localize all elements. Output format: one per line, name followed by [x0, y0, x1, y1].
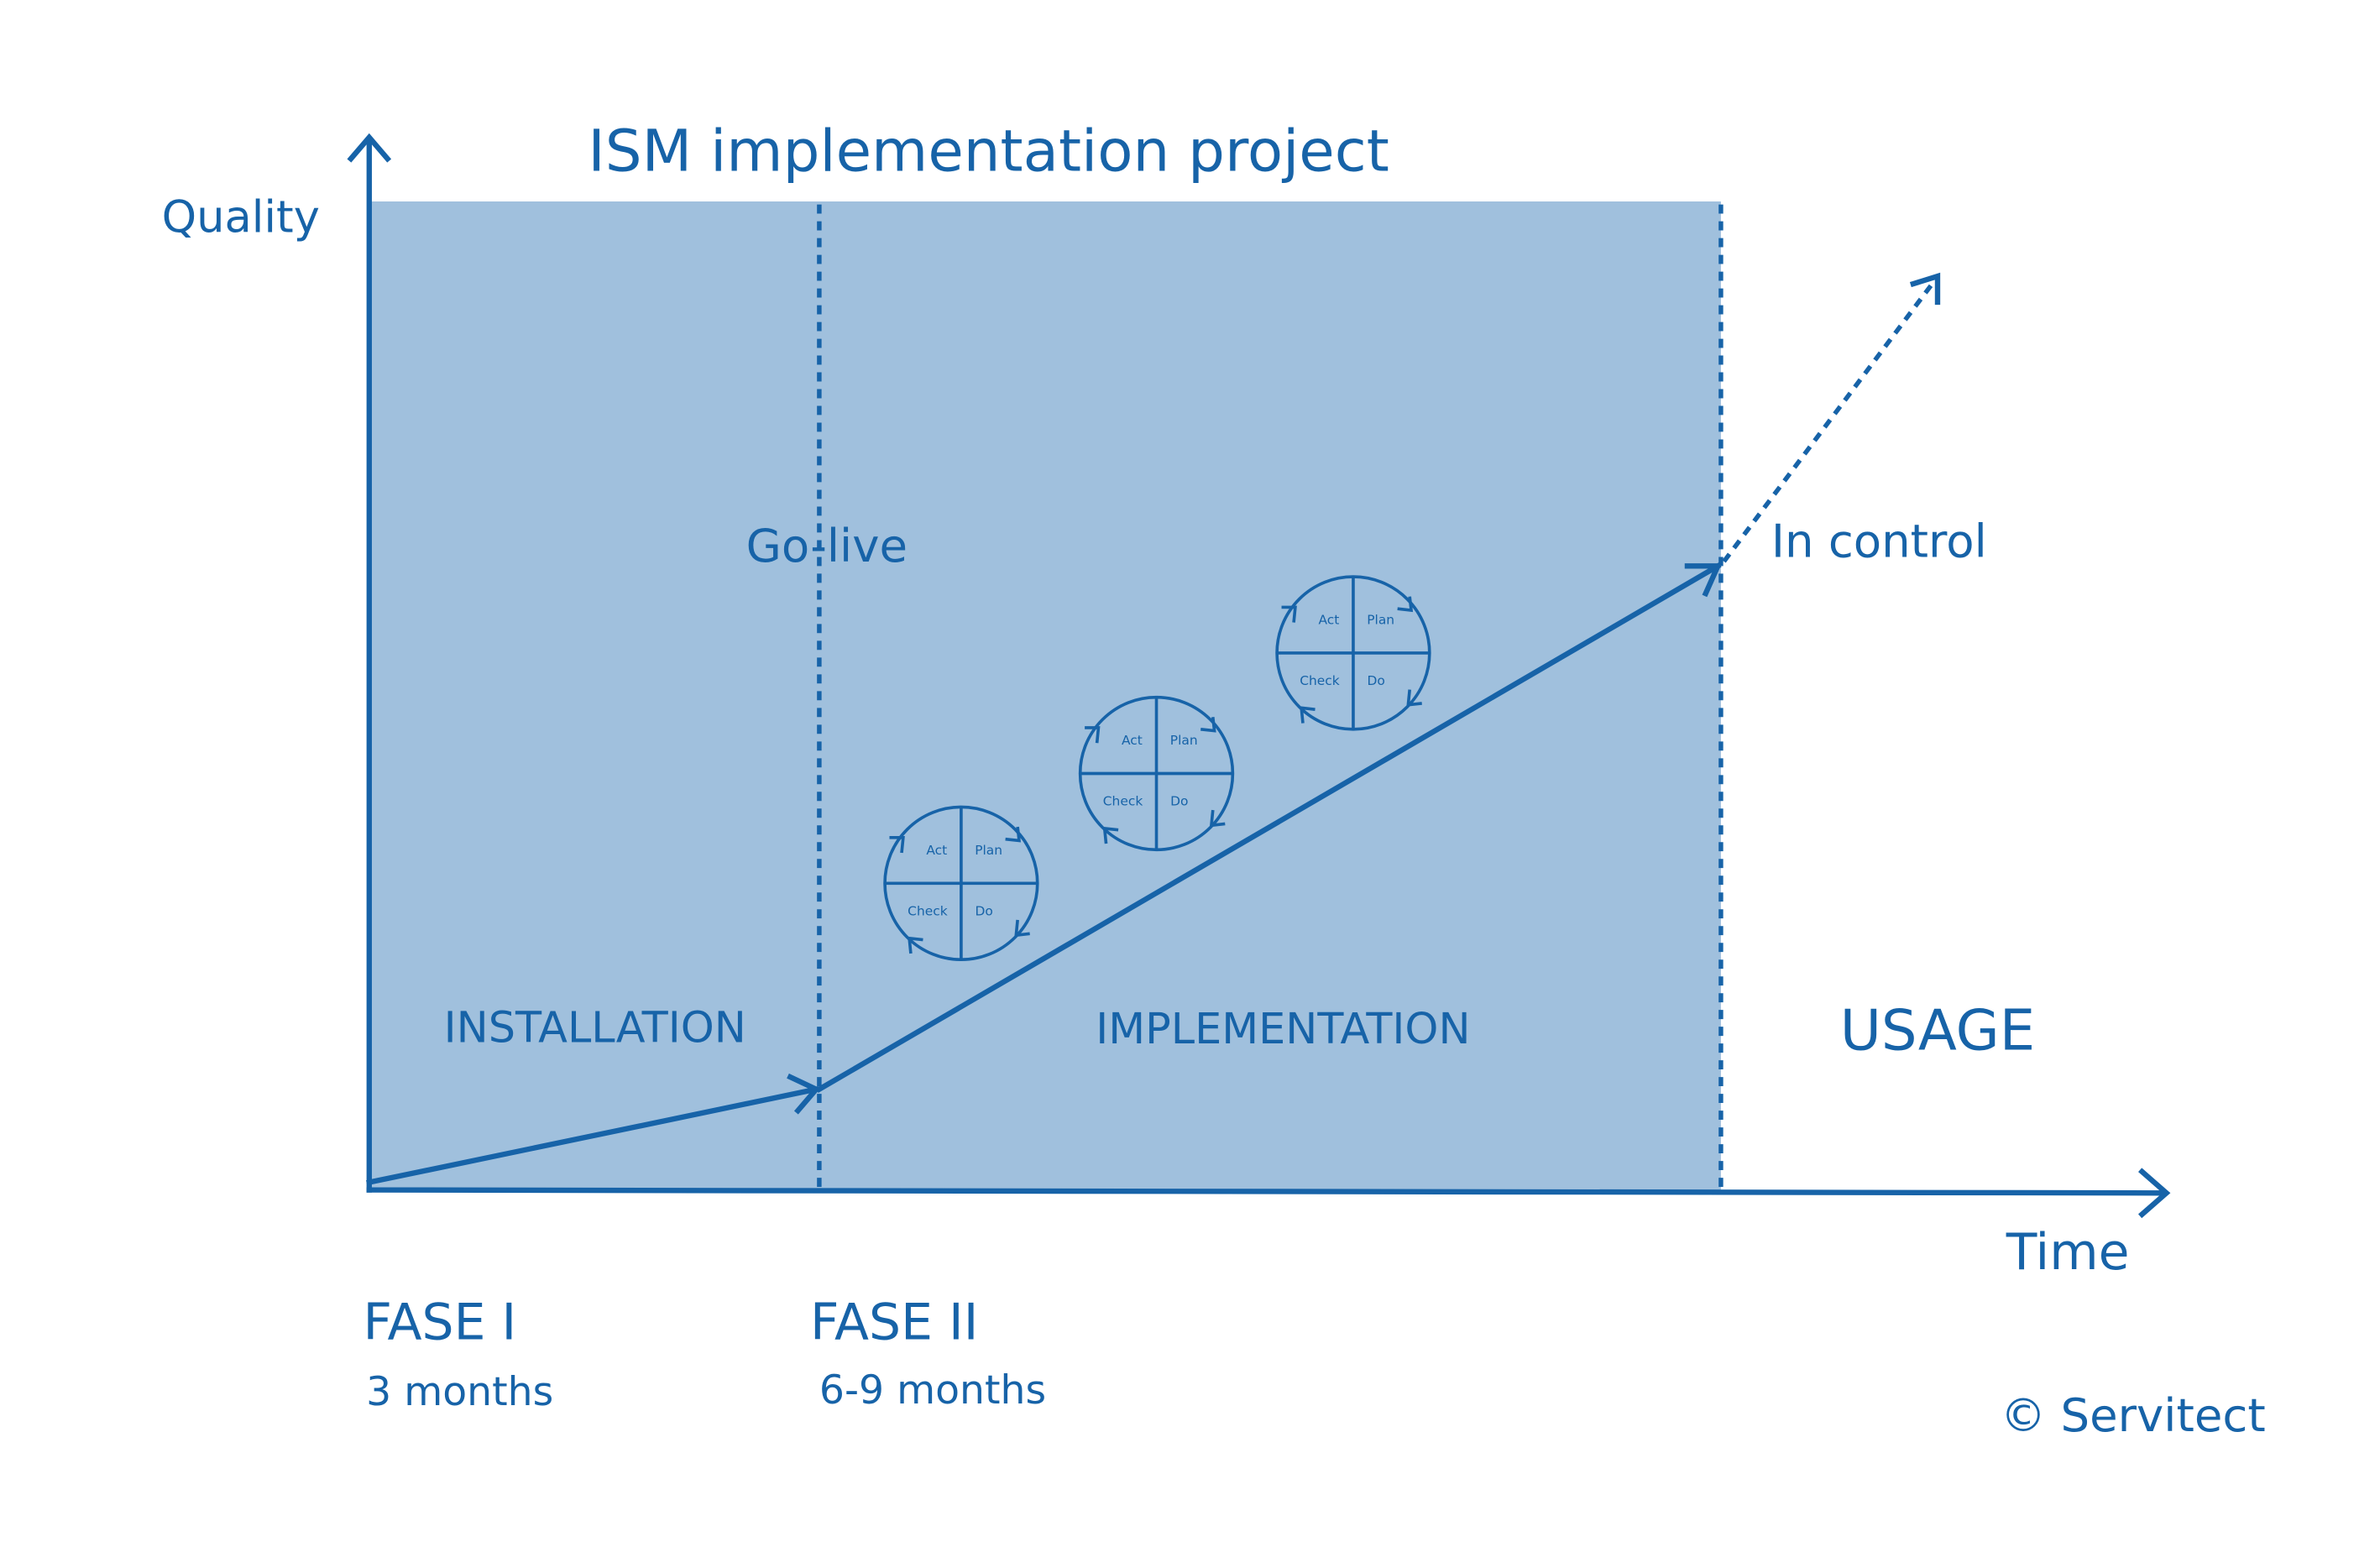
pdca-label-do: Do: [975, 904, 992, 919]
pdca-label-do: Do: [1368, 673, 1385, 688]
pdca-label-act: Act: [926, 843, 947, 858]
diagram-title: ISM implementation project: [588, 118, 1389, 186]
usage-trend-arrow-dotted: [1722, 272, 1941, 563]
golive-label: Go-live: [746, 519, 908, 572]
cycle-arrow-icon: [1014, 919, 1030, 938]
pdca-label-plan: Plan: [1367, 612, 1394, 627]
quality-axis: [347, 133, 392, 1193]
cycle-arrow-icon: [1200, 717, 1216, 733]
cycle-arrow-icon: [1406, 689, 1422, 707]
implementation-trend-arrow: [815, 562, 1723, 1094]
fase-2-name: FASE II: [810, 1294, 978, 1352]
incontrol-label: In control: [1771, 514, 1987, 567]
cycle-arrow-icon: [1300, 706, 1316, 724]
cycle-arrow-icon: [1281, 605, 1297, 623]
pdca-label-check: Check: [908, 904, 948, 919]
cycle-arrow-icon: [889, 836, 905, 854]
phase-implementation: IMPLEMENTATION: [1096, 1004, 1470, 1053]
x-axis-label: Time: [2006, 1223, 2130, 1282]
pdca-label-act: Act: [1318, 612, 1339, 627]
pdca-label-check: Check: [1300, 673, 1340, 688]
cycle-arrow-icon: [908, 936, 923, 954]
pdca-label-plan: Plan: [1170, 733, 1198, 748]
y-axis-label: Quality: [162, 191, 320, 243]
phase-usage: USAGE: [1840, 997, 2036, 1063]
cycle-arrow-icon: [1102, 826, 1119, 844]
pdca-label-check: Check: [1103, 794, 1143, 809]
pdca-label-act: Act: [1122, 733, 1143, 748]
cycle-arrow-icon: [1209, 809, 1226, 828]
phase-installation: INSTALLATION: [444, 1002, 746, 1052]
pdca-label-plan: Plan: [975, 843, 1002, 858]
fase-1-name: FASE I: [364, 1294, 517, 1352]
cycle-arrow-icon: [1005, 826, 1022, 843]
cycle-arrow-icon: [1085, 726, 1101, 744]
fase-1-duration: 3 months: [366, 1369, 553, 1415]
time-axis: [366, 1168, 2171, 1219]
cycle-arrow-icon: [1397, 596, 1414, 613]
fase-2-duration: 6-9 months: [819, 1367, 1046, 1414]
copyright: © Servitect: [2001, 1388, 2266, 1442]
pdca-label-do: Do: [1170, 794, 1188, 809]
